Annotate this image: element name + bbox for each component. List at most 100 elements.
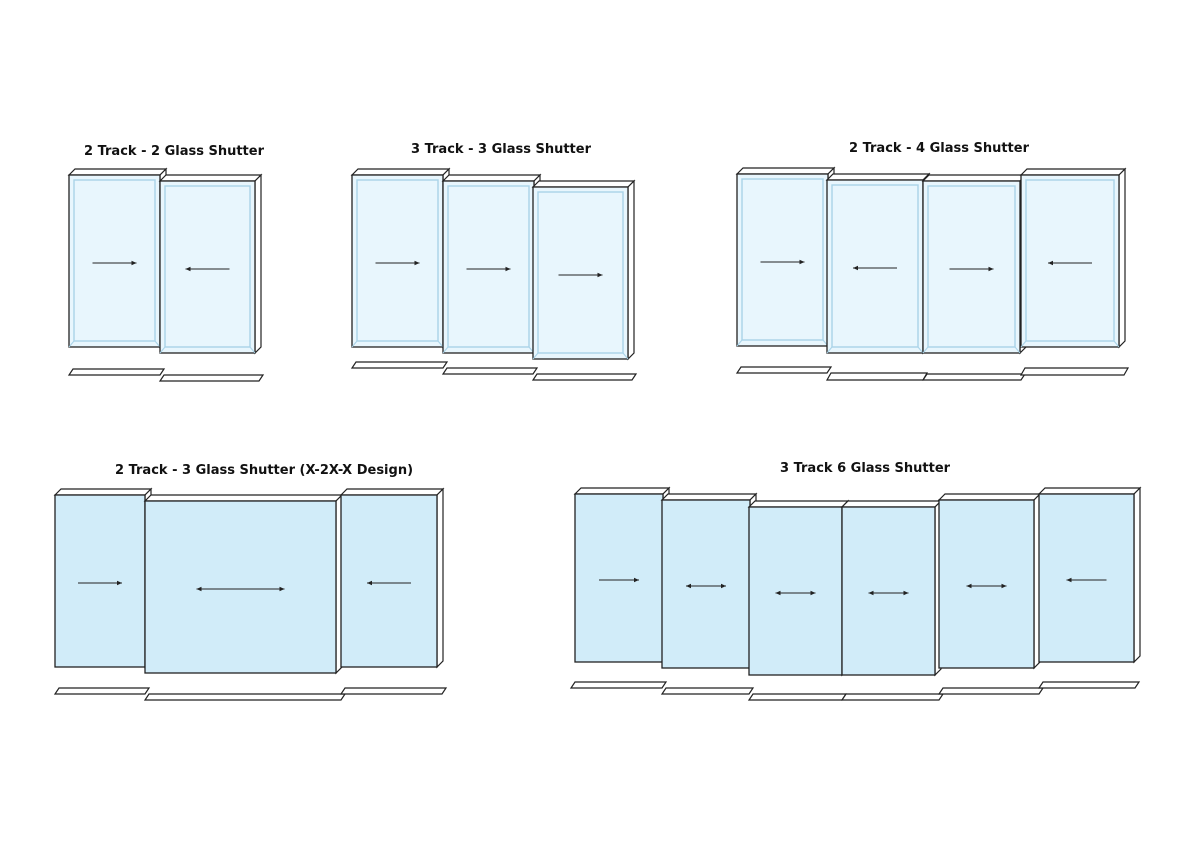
glass-panel <box>158 173 263 355</box>
panel-bevel <box>532 352 539 360</box>
glass-panel <box>67 167 168 349</box>
panel-glass <box>351 174 444 348</box>
arrow-right-icon <box>760 259 805 265</box>
arrow-right-icon <box>599 577 639 583</box>
arrow-head <box>810 590 816 596</box>
panel-top-edge <box>158 174 263 182</box>
glass-panel <box>747 499 850 677</box>
panel-bevel <box>68 340 75 348</box>
shutter-diagram-d5 <box>569 486 1142 701</box>
shutter-diagram-d2 <box>350 167 638 381</box>
arrow-right-icon <box>558 272 603 278</box>
track-segment <box>735 366 833 374</box>
arrow-right-icon <box>375 260 420 266</box>
panel-top-edge <box>441 174 542 182</box>
arrow-right-icon <box>92 260 137 266</box>
panel-glass <box>1020 174 1120 348</box>
arrow-head <box>1001 583 1007 589</box>
panel-bevel <box>437 340 444 348</box>
panel-glass <box>54 494 146 668</box>
panel-top-edge <box>350 168 451 176</box>
panel-glass <box>922 180 1021 354</box>
panel-glass <box>574 493 664 663</box>
panel-inner-frame <box>1025 179 1115 342</box>
panel-bevel <box>826 346 833 354</box>
track-segment <box>569 681 668 689</box>
panel-glass <box>144 500 337 674</box>
arrow-head <box>1048 260 1053 266</box>
arrow-head <box>775 590 781 596</box>
glass-panel <box>735 166 836 348</box>
arrow-left-icon <box>853 265 897 271</box>
panel-bevel <box>1113 340 1120 348</box>
panel-bevel <box>154 340 161 348</box>
arrow-head <box>988 266 994 272</box>
track-outline <box>735 366 1130 381</box>
panel-inner-frame <box>831 184 919 348</box>
track-segment <box>937 687 1045 695</box>
panel-side-edge <box>436 487 444 669</box>
track-outline <box>67 368 265 382</box>
panel-bevel <box>351 340 358 348</box>
arrow-head <box>799 259 805 265</box>
panel-bevel <box>736 339 743 347</box>
arrow-head <box>196 586 202 592</box>
glass-panel <box>339 487 445 669</box>
shutter-diagram-d4 <box>53 487 448 701</box>
arrow-head <box>966 583 972 589</box>
panel-top-edge <box>747 500 850 508</box>
panel-top-edge <box>825 173 931 181</box>
track-segment <box>660 687 755 695</box>
arrow-both-icon <box>686 583 726 589</box>
glass-panel <box>350 167 451 349</box>
shutter-diagram-d3 <box>735 166 1130 381</box>
glass-panel <box>53 487 153 669</box>
panel-top-edge <box>573 487 671 495</box>
panel-top-edge <box>1037 487 1142 495</box>
panel-top-edge <box>660 493 758 501</box>
diagram-title-3-track-6-glass: 3 Track 6 Glass Shutter <box>780 461 951 476</box>
glass-panel <box>937 492 1042 670</box>
glass-panel <box>660 492 758 670</box>
track-segment <box>825 372 929 381</box>
panel-bevel <box>159 346 166 354</box>
track-segment <box>158 374 265 382</box>
track-segment <box>441 367 539 375</box>
panel-glass <box>748 506 843 676</box>
diagram-title-2-track-2-glass: 2 Track - 2 Glass Shutter <box>84 144 264 159</box>
panel-bevel <box>442 346 449 354</box>
panel-side-edge <box>1118 167 1126 349</box>
arrow-left-icon <box>367 580 411 586</box>
track-outline <box>350 361 638 381</box>
panel-top-edge <box>143 494 344 502</box>
panel-top-edge <box>937 493 1042 501</box>
arrow-both-icon <box>775 590 816 596</box>
arrow-head <box>185 266 191 272</box>
panel-side-edge <box>627 179 635 361</box>
arrow-head <box>853 265 858 271</box>
panel-bevel <box>917 346 924 354</box>
diagram-title-2-track-3-glass-x2xx: 2 Track - 3 Glass Shutter (X-2X-X Design… <box>115 463 414 478</box>
track-segment <box>67 368 166 376</box>
track-segment <box>1019 367 1130 376</box>
arrow-head <box>1066 577 1072 583</box>
arrow-right-icon <box>78 580 122 586</box>
arrow-both-icon <box>868 590 909 596</box>
panel-top-edge <box>531 180 636 188</box>
panel-glass <box>938 499 1035 669</box>
panel-glass <box>442 180 535 354</box>
glass-panel <box>840 499 943 677</box>
track-segment <box>840 693 945 701</box>
panel-inner-frame <box>741 178 824 341</box>
arrow-head <box>279 586 285 592</box>
glass-panel <box>1019 167 1127 349</box>
panel-top-edge <box>735 167 836 175</box>
arrow-head <box>131 260 137 266</box>
arrow-both-icon <box>966 583 1007 589</box>
panel-glass <box>661 499 751 669</box>
panel-side-edge <box>1133 486 1141 664</box>
panel-glass <box>532 186 629 360</box>
arrow-right-icon <box>466 266 511 272</box>
arrow-left-icon <box>1066 577 1107 583</box>
